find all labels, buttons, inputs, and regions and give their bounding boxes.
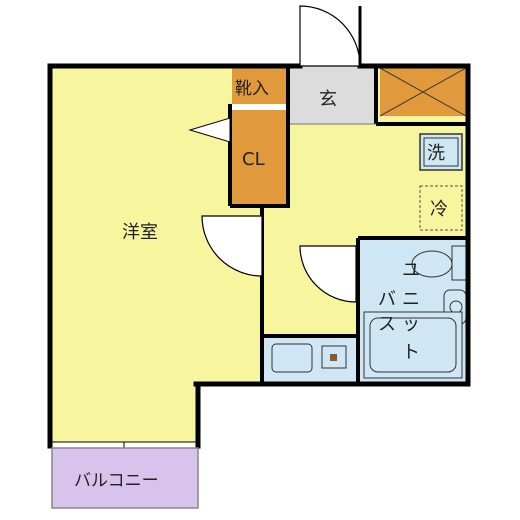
- unit-bath-label-6: ト: [402, 342, 420, 363]
- closet-label: CL: [242, 149, 265, 170]
- unit-bath-label-3: ニ: [402, 289, 420, 310]
- room-door: [201, 215, 263, 277]
- balcony-door: [51, 441, 197, 449]
- entrance-floor: [290, 66, 376, 124]
- closet-door: [188, 117, 231, 143]
- washer-label: 洗: [427, 143, 445, 164]
- exterior-walls: [47, 63, 471, 449]
- unit-bath-label-1: ユ: [402, 260, 420, 281]
- stove-icon: [321, 345, 347, 369]
- unit-bath-label-4: ス: [378, 314, 396, 335]
- western-room-label: 洋室: [122, 222, 158, 243]
- closet: [232, 110, 286, 204]
- balcony-floor: [52, 446, 198, 508]
- toilet-icon: [411, 245, 467, 281]
- washer-icon: [419, 133, 463, 171]
- unit-bath-label-5: ッ: [402, 314, 420, 335]
- balcony-outline: [51, 447, 199, 509]
- entrance-label: 玄: [319, 89, 337, 110]
- storage-cross-icon: [379, 67, 467, 117]
- fridge-icon: [419, 185, 463, 231]
- shoe-closet: [232, 66, 288, 104]
- window: [58, 63, 140, 69]
- balcony-label: バルコニー: [74, 471, 159, 491]
- bath-door: [299, 245, 357, 303]
- unit-bath-label-2: バ: [378, 289, 396, 310]
- bathtub-icon: [363, 311, 463, 379]
- kitchen-sink-icon: [271, 343, 313, 373]
- fridge-label: 冷: [430, 199, 448, 220]
- shoe-closet-label: 靴入: [235, 79, 269, 99]
- front-door: [299, 5, 362, 67]
- western-room-floor: [50, 66, 262, 446]
